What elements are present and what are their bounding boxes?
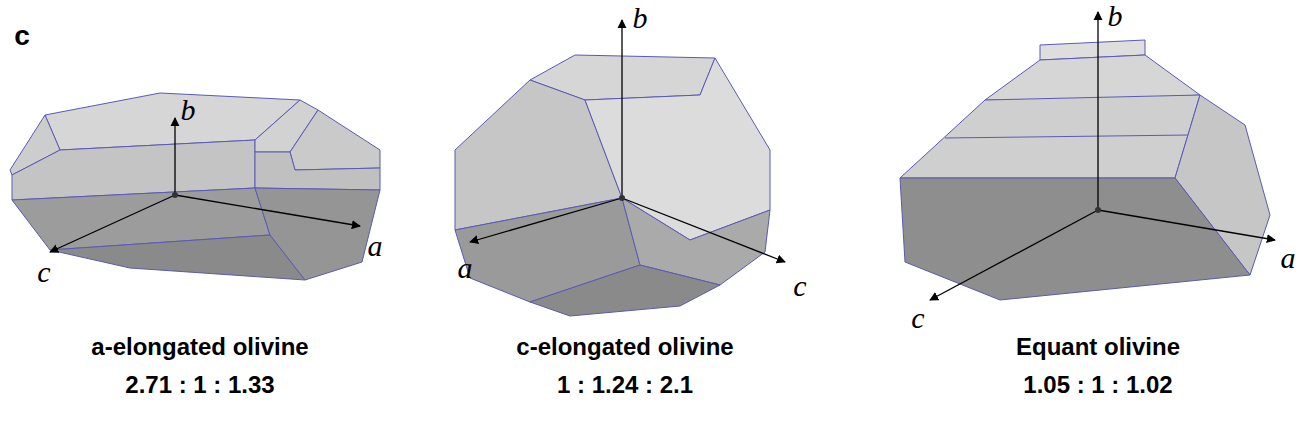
axis-label: c [911,303,924,333]
c-elongated-crystal [455,55,770,316]
axis-label: c [37,257,50,287]
axis-label: a [368,231,383,261]
panel-letter: c [14,22,30,50]
equant-crystal [900,40,1270,300]
crystal-caption: c-elongated olivine [516,335,733,359]
axis-label: c [793,271,806,301]
crystal-axes [50,12,1275,300]
crystal-caption: a-elongated olivine [91,335,308,359]
axis-origins [172,192,1101,213]
axis-label: b [1108,1,1123,31]
a-elongated-crystal [10,93,380,280]
aspect-ratio: 1.05 : 1 : 1.02 [1023,373,1172,397]
aspect-ratio: 2.71 : 1 : 1.33 [125,373,274,397]
crystal-caption: Equant olivine [1016,335,1180,359]
axis-label: a [1281,243,1296,273]
axis-label: b [633,3,648,33]
axis-label: b [181,95,196,125]
aspect-ratio: 1 : 1.24 : 2.1 [557,373,693,397]
axis-label: a [458,253,473,283]
